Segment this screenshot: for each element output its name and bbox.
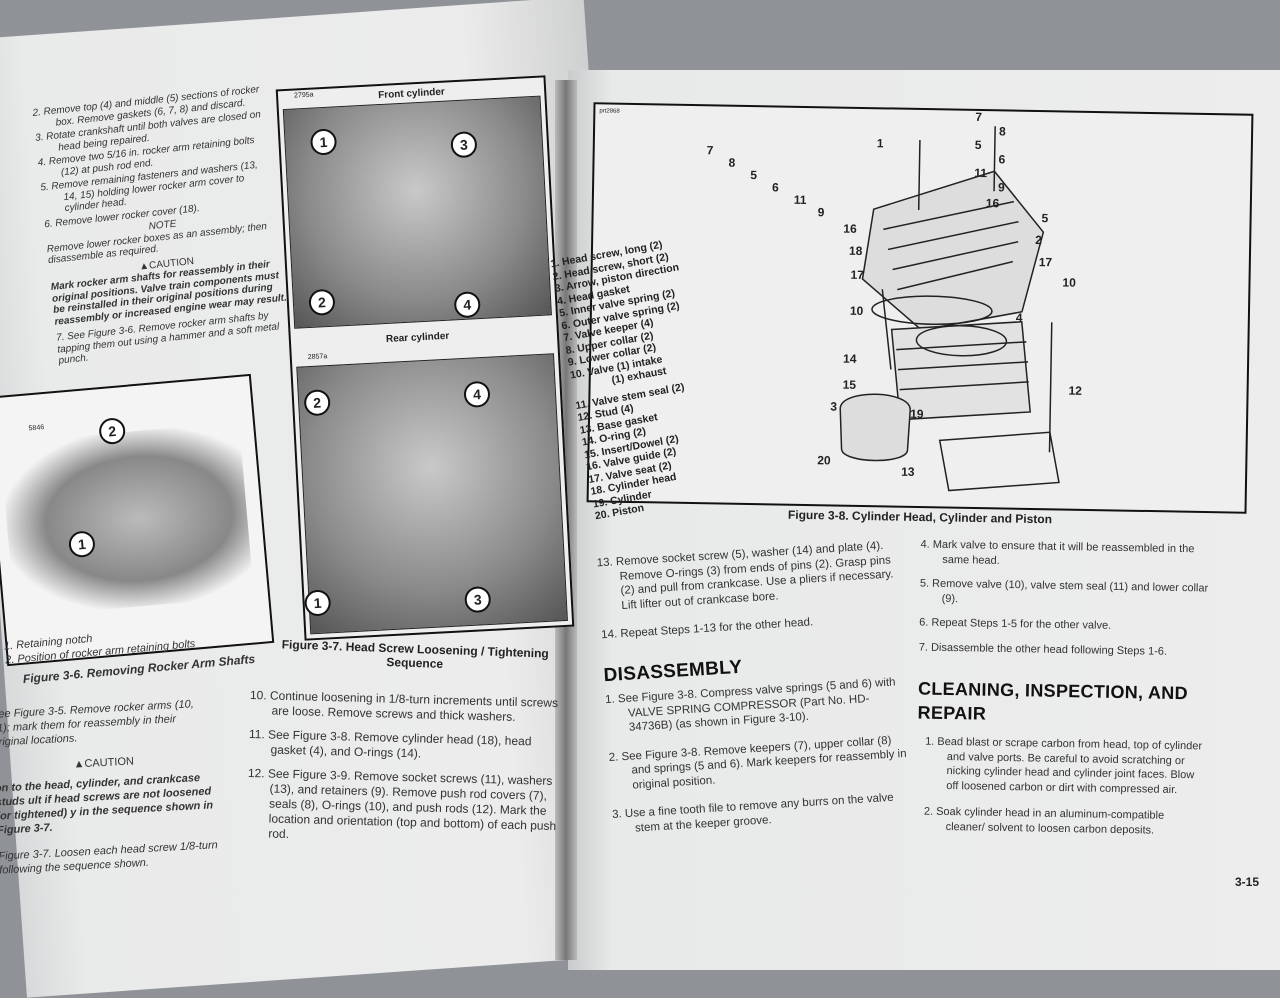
part-number-label: 7 xyxy=(706,143,714,158)
step: 14. Repeat Steps 1-13 for the other head… xyxy=(600,616,814,642)
figure-id: 2795a xyxy=(293,91,314,100)
part-number-label: 9 xyxy=(997,180,1005,195)
figure-id: 2857a xyxy=(307,353,328,362)
step: 1. Bead blast or scrape carbon from head… xyxy=(925,735,1203,796)
step: 6. Repeat Steps 1-5 for the other valve. xyxy=(919,616,1112,632)
part-number-label: 4 xyxy=(1015,310,1023,325)
part-number-label: 13 xyxy=(901,464,915,479)
part-number-label: 20 xyxy=(817,453,831,468)
part-number-label: 8 xyxy=(728,155,736,170)
figure-3-8: prt2868 1. Head screw, long (2)2. Head s… xyxy=(550,102,1254,522)
exploded-view-diagram xyxy=(839,126,1060,492)
part-number-label: 3 xyxy=(830,399,838,414)
rear-cylinder-photo xyxy=(296,353,568,635)
steps-10-12: 10. Continue loosening in 1/8-turn incre… xyxy=(246,688,560,858)
rear-cylinder-label: Rear cylinder xyxy=(385,330,450,346)
part-number-label: 8 xyxy=(998,124,1006,139)
warning-icon: ▲ xyxy=(73,758,85,771)
step: 4. Mark valve to ensure that it will be … xyxy=(920,538,1195,567)
part-number-label: 15 xyxy=(842,377,857,392)
part-number-label: 10 xyxy=(1062,275,1076,290)
part-number-label: 16 xyxy=(843,221,857,236)
part-number-label: 19 xyxy=(910,406,924,422)
cleaning-heading: CLEANING, INSPECTION, AND REPAIR xyxy=(917,678,1189,724)
step: 2. Soak cylinder head in an aluminum-com… xyxy=(923,805,1165,837)
right-col1: 13. Remove socket screw (5), washer (14)… xyxy=(596,538,913,846)
part-number-label: 6 xyxy=(771,180,779,195)
caution-text-2: on to the head, cylinder, and crankcase … xyxy=(0,772,214,837)
step: 1. See Figure 3-8. Compress valve spring… xyxy=(604,676,896,734)
figure-3-7: 2795a Front cylinder 1 3 2 4 Rear cylind… xyxy=(275,75,575,641)
step: 7. Disassemble the other head following … xyxy=(918,640,1168,658)
left-top-steps: 2. Remove top (4) and middle (5) section… xyxy=(32,83,293,367)
part-number-label: 2 xyxy=(1035,233,1043,248)
part-number-label: 5 xyxy=(750,168,758,183)
page-number: 3-15 xyxy=(1235,875,1260,889)
part-number-label: 10 xyxy=(849,303,864,319)
figure-id: 5846 xyxy=(28,424,45,433)
part-number-label: 14 xyxy=(842,351,857,366)
part-number-label: 7 xyxy=(975,109,983,125)
part-number-label: 12 xyxy=(1068,383,1083,398)
step: 3. Use a fine tooth file to remove any b… xyxy=(611,791,894,835)
part-number-label: 9 xyxy=(817,205,825,220)
part-number-label: 17 xyxy=(1038,255,1053,270)
part-number-label: 5 xyxy=(974,137,982,153)
part-number-label: 1 xyxy=(876,136,884,151)
step: 5. Remove valve (10), valve stem seal (1… xyxy=(919,577,1209,605)
part-number-label: 17 xyxy=(850,267,865,283)
part-number-label: 5 xyxy=(1041,211,1049,226)
part-number-label: 6 xyxy=(998,152,1006,167)
part-number-label: 11 xyxy=(974,165,988,181)
step: 11. See Figure 3-8. Remove cylinder head… xyxy=(248,726,532,761)
part-number-label: 18 xyxy=(848,243,863,258)
left-bottom-text: See Figure 3-5. Remove rocker arms (10, … xyxy=(0,696,219,877)
step: 12. See Figure 3-9. Remove socket screws… xyxy=(247,765,557,842)
step: 2. See Figure 3-8. Remove keepers (7), u… xyxy=(608,734,907,792)
front-cylinder-label: Front cylinder xyxy=(377,86,446,102)
part-number-label: 11 xyxy=(793,192,807,208)
right-col2: 4. Mark valve to ensure that it will be … xyxy=(915,537,1210,847)
part-number-label: 16 xyxy=(985,196,1000,211)
rocker-box-photo xyxy=(0,422,255,618)
